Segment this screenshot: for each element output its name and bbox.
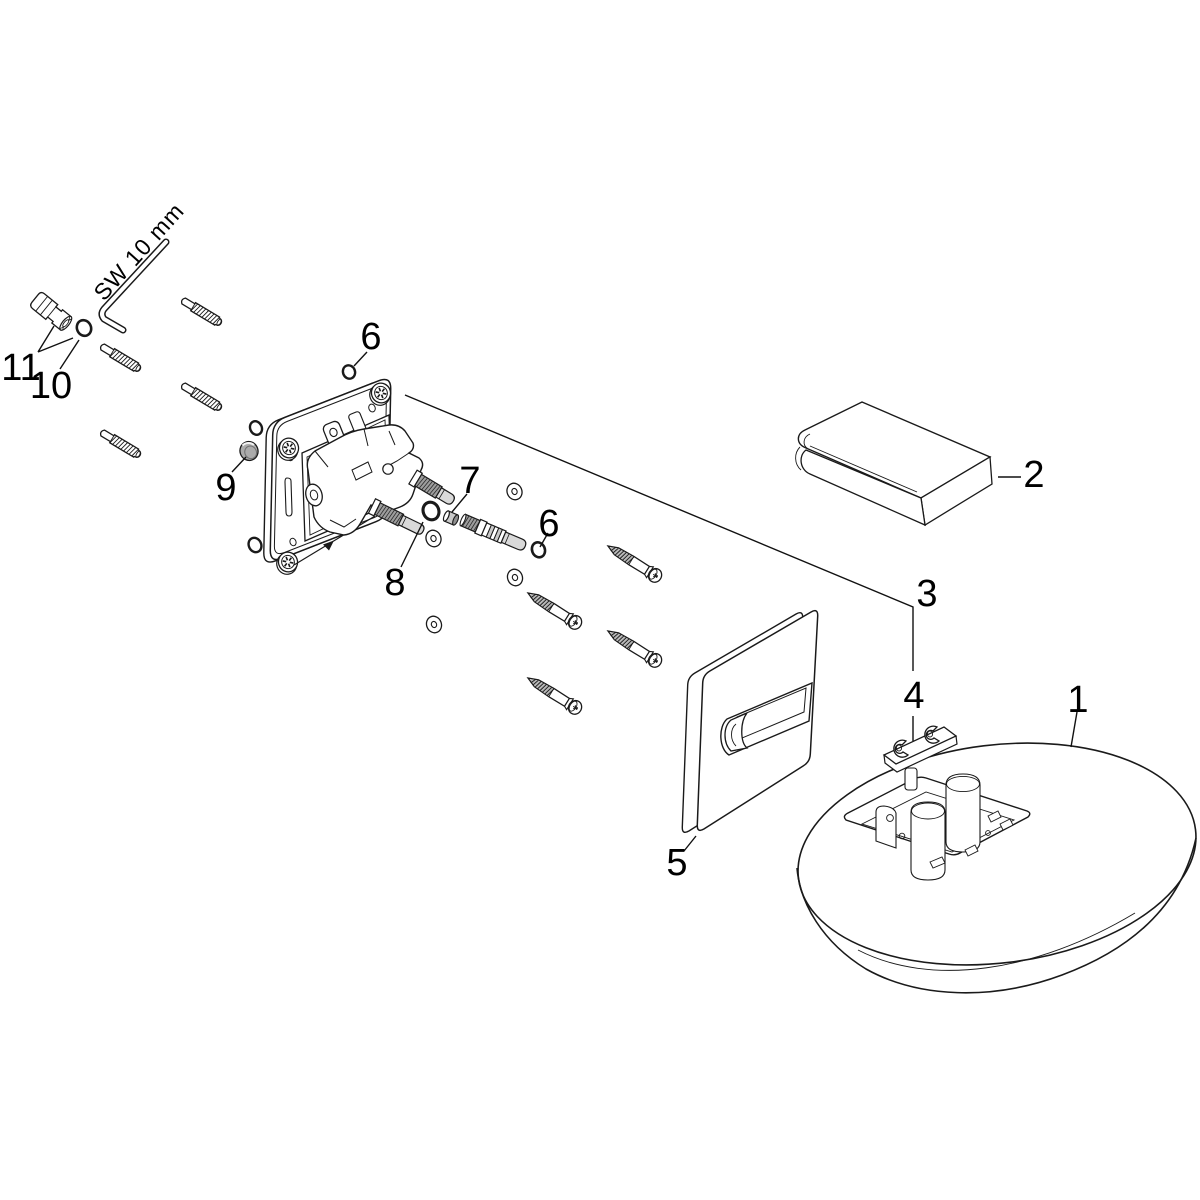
washer xyxy=(423,613,445,636)
part-11-hose-adapter xyxy=(30,291,73,331)
mounting-plate-assembly xyxy=(263,378,455,578)
wood-screw xyxy=(523,671,585,718)
part-8-o-ring xyxy=(421,500,441,522)
outlet-nipple-lower xyxy=(367,498,425,535)
part-1-shower-disc xyxy=(796,742,1197,994)
part-9-plug xyxy=(239,440,259,462)
leader-lines xyxy=(37,325,1078,852)
threaded-stud xyxy=(98,341,144,375)
washer xyxy=(422,527,445,550)
leader-line-5 xyxy=(683,835,697,852)
washer xyxy=(503,480,526,503)
threaded-stud xyxy=(179,295,225,329)
leader-line-8 xyxy=(400,521,424,568)
hex-key-size-label: SW 10 mm xyxy=(88,197,189,305)
leader-line-11 xyxy=(37,325,74,353)
washer xyxy=(504,566,526,589)
leader-line-1 xyxy=(1070,711,1078,748)
part-6-o-ring xyxy=(341,364,357,380)
threaded-stud xyxy=(98,427,144,461)
leader-line-10 xyxy=(59,339,80,370)
wood-screw xyxy=(603,624,665,671)
callout-4-label: 4 xyxy=(903,675,924,717)
threaded-stud xyxy=(179,380,225,414)
leader-line-7 xyxy=(451,493,468,513)
callout-5-label: 5 xyxy=(666,842,687,884)
valve-manifold xyxy=(305,424,424,536)
leader-line-9 xyxy=(231,456,247,473)
o-ring xyxy=(248,419,264,437)
callout-9-label: 9 xyxy=(215,467,236,509)
callout-6b-label: 6 xyxy=(538,503,559,545)
part-10-o-ring xyxy=(75,318,93,338)
callout-1-label: 1 xyxy=(1067,679,1088,721)
wood-screw xyxy=(603,539,665,586)
callout-7-label: 7 xyxy=(459,460,480,502)
leader-line-6-mid xyxy=(539,532,549,548)
leader-line-3 xyxy=(404,394,914,671)
part-2-cover-block xyxy=(795,401,993,527)
wood-screw xyxy=(523,586,585,633)
callout-10-label: 10 xyxy=(30,365,72,407)
callout-2-label: 2 xyxy=(1023,454,1044,496)
extension-nipple xyxy=(459,513,527,551)
part-7-nut xyxy=(442,510,460,526)
allen-key xyxy=(98,238,170,334)
callout-8-label: 8 xyxy=(384,562,405,604)
callout-3-label: 3 xyxy=(916,573,937,615)
callout-11-label: 11 xyxy=(1,347,40,389)
outlet-nipple-upper xyxy=(408,469,455,505)
callout-6a-label: 6 xyxy=(360,316,381,358)
part-6-o-ring xyxy=(530,541,547,559)
electronics-module xyxy=(860,767,1016,881)
part-5-escutcheon xyxy=(681,609,819,834)
o-ring xyxy=(247,536,263,554)
leader-line-6-upper xyxy=(353,351,368,367)
part-4-bracket xyxy=(882,725,958,773)
